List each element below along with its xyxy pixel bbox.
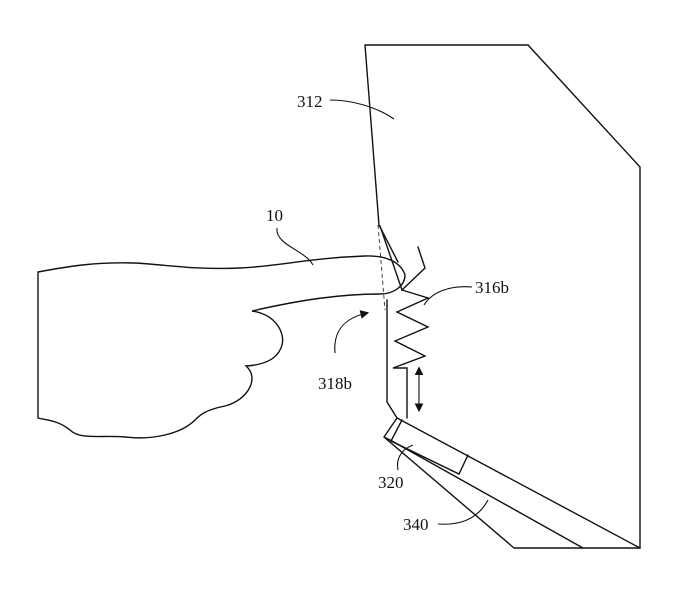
label-10: 10 [266, 206, 283, 225]
leader-340 [437, 499, 489, 525]
sensor-320 [390, 419, 469, 475]
label-316b: 316b [475, 278, 509, 297]
dashed-reference-line [377, 224, 386, 311]
housing-outline [364, 44, 641, 549]
leader-320 [396, 444, 414, 471]
label-340: 340 [403, 515, 429, 534]
label-320: 320 [378, 473, 404, 492]
housing-lower-edge [386, 299, 641, 549]
leader-312 [329, 99, 395, 120]
arrow-318b [334, 310, 370, 354]
leader-316b [423, 286, 473, 306]
label-312: 312 [297, 92, 323, 111]
spring [392, 289, 430, 419]
leader-10 [276, 227, 314, 266]
finger [37, 255, 406, 439]
label-318b: 318b [318, 374, 352, 393]
latch-arm [379, 225, 426, 292]
